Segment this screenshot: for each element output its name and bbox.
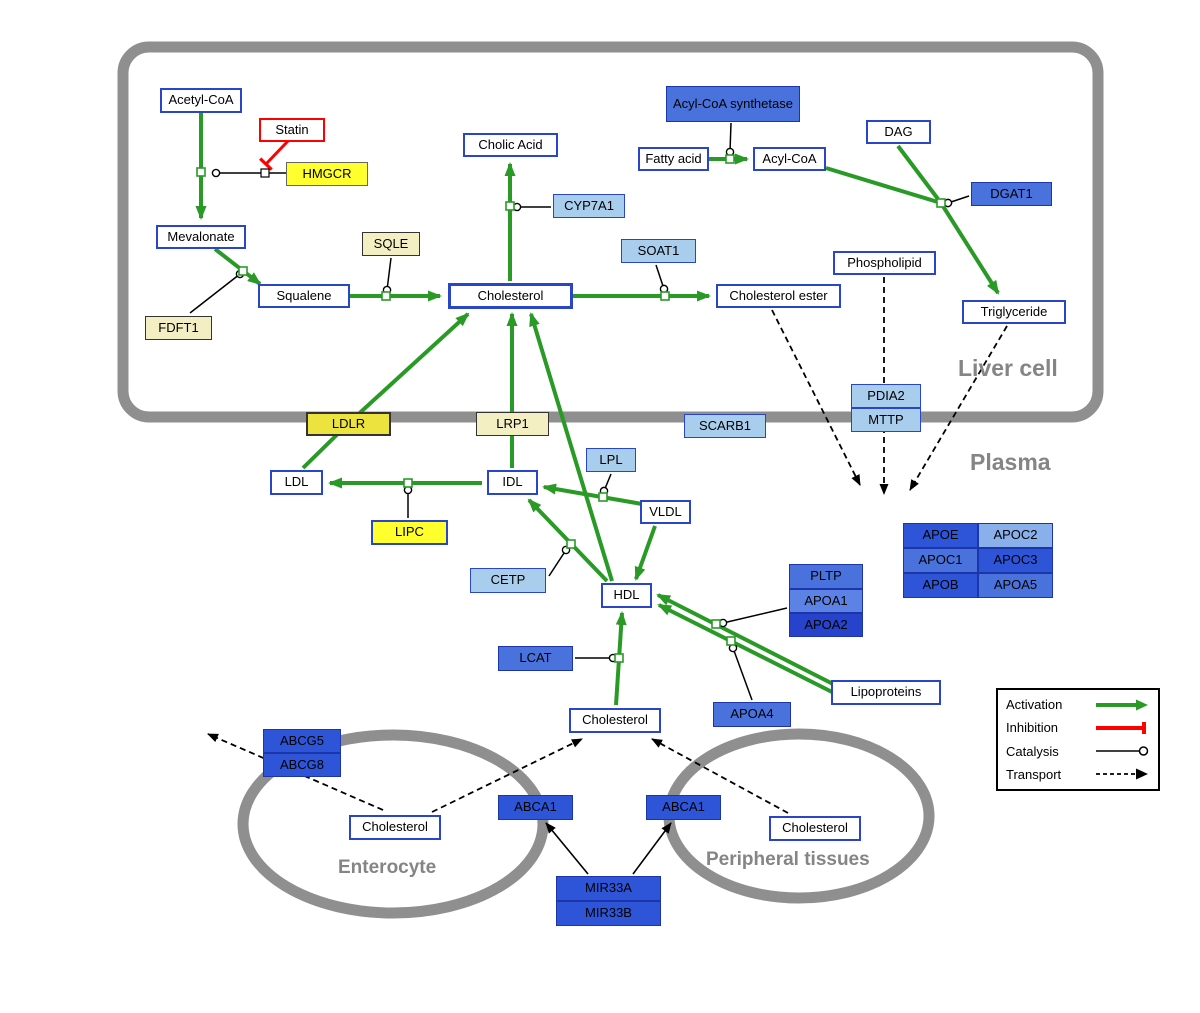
reaction-nodes — [196, 154, 946, 663]
node-idl[interactable]: IDL — [487, 470, 538, 495]
node-phospholipid[interactable]: Phospholipid — [833, 251, 936, 275]
node-lrp1[interactable]: LRP1 — [476, 412, 549, 436]
node-cetp[interactable]: CETP — [470, 568, 546, 593]
node-cholic-acid[interactable]: Cholic Acid — [463, 133, 558, 157]
node-abca1-peripheral[interactable]: ABCA1 — [646, 795, 721, 820]
node-mir33b[interactable]: MIR33B — [556, 901, 661, 926]
plasma-label: Plasma — [970, 449, 1051, 475]
node-acetyl-coa[interactable]: Acetyl-CoA — [160, 88, 242, 113]
node-cholesterol-liver[interactable]: Cholesterol — [448, 283, 573, 309]
enterocyte-membrane — [237, 729, 549, 919]
node-squalene[interactable]: Squalene — [258, 284, 350, 308]
node-ldl[interactable]: LDL — [270, 470, 323, 495]
node-acyl-coa-synthetase[interactable]: Acyl-CoA synthetase — [666, 86, 800, 122]
regulation-edges — [545, 822, 672, 875]
node-lipoproteins[interactable]: Lipoproteins — [831, 680, 941, 705]
node-sqle[interactable]: SQLE — [362, 232, 420, 256]
node-cholesterol-peripheral[interactable]: Cholesterol — [769, 816, 861, 841]
node-vldl[interactable]: VLDL — [640, 500, 691, 524]
node-apoc3[interactable]: APOC3 — [978, 548, 1053, 573]
node-statin[interactable]: Statin — [259, 118, 325, 142]
legend-catalysis-label: Catalysis — [1006, 743, 1059, 759]
node-apoa2[interactable]: APOA2 — [789, 613, 863, 637]
liver-cell-membrane — [117, 41, 1104, 423]
legend-row-inhibition: Inhibition — [998, 720, 1158, 735]
node-apoc2[interactable]: APOC2 — [978, 523, 1053, 548]
node-abcg8[interactable]: ABCG8 — [263, 753, 341, 777]
catalysis-circle-icon — [1096, 746, 1149, 756]
node-lcat[interactable]: LCAT — [498, 646, 573, 671]
node-apoa4[interactable]: APOA4 — [713, 702, 791, 727]
node-scarb1[interactable]: SCARB1 — [684, 414, 766, 438]
node-cholesterol-enterocyte[interactable]: Cholesterol — [349, 815, 441, 840]
liver-cell-label: Liver cell — [958, 355, 1058, 381]
node-cholesterol-ester[interactable]: Cholesterol ester — [716, 284, 841, 308]
node-cyp7a1[interactable]: CYP7A1 — [553, 194, 625, 218]
inhibition-edges — [259, 139, 290, 178]
legend-row-transport: Transport — [998, 767, 1158, 782]
legend-row-catalysis: Catalysis — [998, 744, 1158, 759]
node-abca1-enterocyte[interactable]: ABCA1 — [498, 795, 573, 820]
legend-inhibition-label: Inhibition — [1006, 720, 1059, 736]
node-fdft1[interactable]: FDFT1 — [145, 316, 212, 340]
legend-transport-label: Transport — [1006, 766, 1062, 782]
enterocyte-label: Enterocyte — [338, 857, 437, 878]
node-lipc[interactable]: LIPC — [371, 520, 448, 545]
node-mevalonate[interactable]: Mevalonate — [156, 225, 246, 249]
node-apoa5[interactable]: APOA5 — [978, 573, 1053, 598]
node-apoc1[interactable]: APOC1 — [903, 548, 978, 573]
node-cholesterol-plasma[interactable]: Cholesterol — [569, 708, 661, 733]
node-mttp[interactable]: MTTP — [851, 408, 921, 432]
node-acyl-coa[interactable]: Acyl-CoA — [753, 147, 826, 171]
node-mir33a[interactable]: MIR33A — [556, 876, 661, 901]
node-soat1[interactable]: SOAT1 — [621, 239, 696, 263]
node-lpl[interactable]: LPL — [586, 448, 636, 472]
node-apoe[interactable]: APOE — [903, 523, 978, 548]
legend-activation-label: Activation — [1006, 697, 1063, 713]
node-pdia2[interactable]: PDIA2 — [851, 384, 921, 408]
peripheral-tissues-label: Peripheral tissues — [706, 849, 870, 870]
node-ldlr[interactable]: LDLR — [306, 412, 391, 436]
legend: Activation Inhibition Catalysis Transpor… — [996, 688, 1160, 791]
node-abcg5[interactable]: ABCG5 — [263, 729, 341, 753]
legend-row-activation: Activation — [998, 697, 1158, 712]
transport-dashed-arrow-icon — [1096, 768, 1148, 780]
node-hmgcr[interactable]: HMGCR — [286, 162, 368, 186]
node-apob[interactable]: APOB — [903, 573, 978, 598]
inhibition-tbar-icon — [1096, 721, 1146, 734]
node-fatty-acid[interactable]: Fatty acid — [638, 147, 709, 171]
node-apoa1[interactable]: APOA1 — [789, 589, 863, 613]
node-hdl[interactable]: HDL — [601, 583, 652, 608]
catalysis-edges — [189, 122, 970, 701]
node-triglyceride[interactable]: Triglyceride — [962, 300, 1066, 324]
node-dag[interactable]: DAG — [866, 120, 931, 144]
activation-arrow-icon — [1096, 699, 1148, 711]
node-pltp[interactable]: PLTP — [789, 564, 863, 589]
node-dgat1[interactable]: DGAT1 — [971, 182, 1052, 206]
